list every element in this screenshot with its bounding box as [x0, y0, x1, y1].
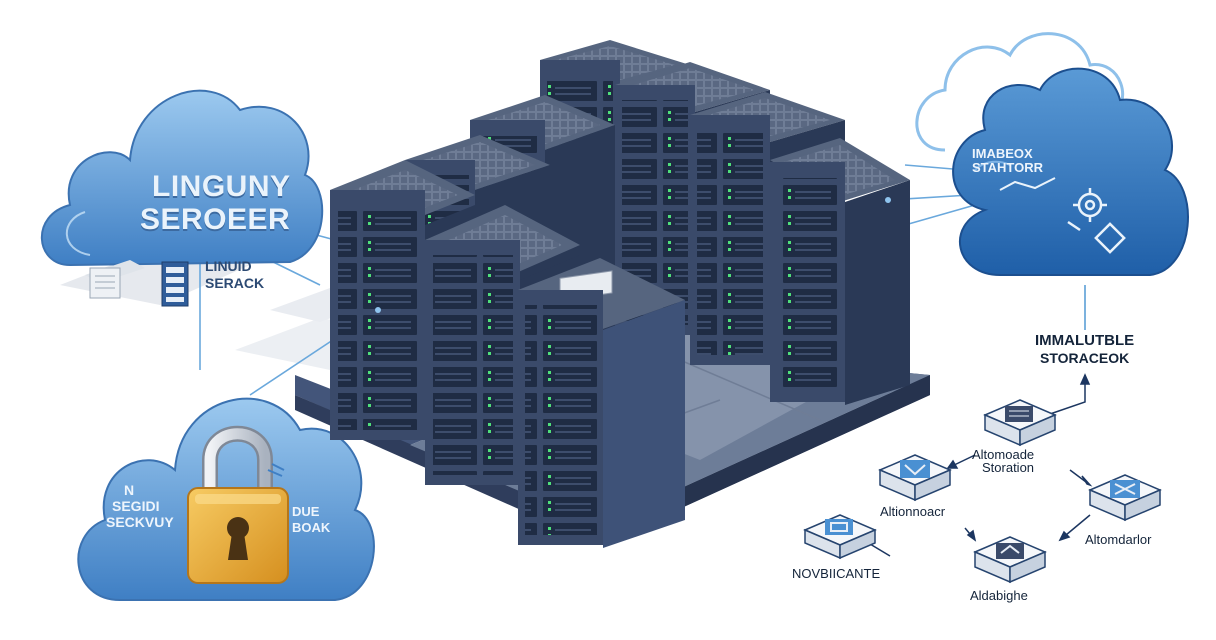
workflow-far-left-label: NOVBIICANTE	[792, 566, 881, 581]
left-cloud-title-line2: SEROEER	[140, 203, 291, 236]
rack-list-icon	[161, 261, 189, 307]
gear-icon	[1067, 188, 1126, 254]
workflow-top-label-line2: Storation	[982, 460, 1035, 475]
workflow-bottom-label: Aldabighe	[970, 588, 1028, 603]
server-rack	[770, 138, 910, 405]
document-icon	[85, 260, 145, 299]
workflow-top-label-line1: Altomoade	[972, 447, 1035, 462]
workflow-left-label: Altionnoacr	[880, 504, 946, 519]
storage-label-line1: IMMALUTBLE	[1035, 332, 1135, 349]
lock-cloud-text-right-line1: DUE	[292, 504, 320, 519]
storage-cloud-text-line1: IMABEOX	[972, 146, 1033, 161]
workflow-node-right[interactable]	[1088, 474, 1162, 522]
workflow-arrows	[859, 373, 1093, 557]
left-cloud-title-line1: LINGUNY	[152, 170, 291, 203]
left-caption-line1: LINUID	[205, 258, 252, 274]
workflow-node-left[interactable]	[878, 454, 952, 502]
workflow-node-bottom[interactable]	[973, 536, 1047, 584]
storage-cloud	[952, 67, 1189, 276]
storage-label-line2: STORACEOK	[1040, 350, 1130, 366]
server-cabinet	[518, 258, 685, 548]
server-room	[295, 40, 930, 548]
workflow-right-label: Altomdarlor	[1085, 532, 1152, 547]
workflow-node-far-left[interactable]	[803, 514, 877, 560]
left-cloud	[40, 89, 324, 267]
left-caption-line2: SERACK	[205, 275, 265, 291]
storage-cloud-text-line2: STAHTORR	[972, 160, 1044, 175]
lock-cloud-text-left-line2: SEGIDI	[112, 498, 160, 514]
lock-cloud-text-left-line1: N	[124, 482, 135, 498]
storage-cloud-outline	[915, 32, 1125, 152]
lock-cloud-text-left-line3: SECKVUY	[106, 514, 174, 530]
workflow-node-top[interactable]	[983, 399, 1057, 447]
wave-line	[999, 177, 1056, 191]
lock-cloud-text-right-line2: BOAK	[292, 520, 331, 535]
padlock-icon	[187, 425, 289, 584]
